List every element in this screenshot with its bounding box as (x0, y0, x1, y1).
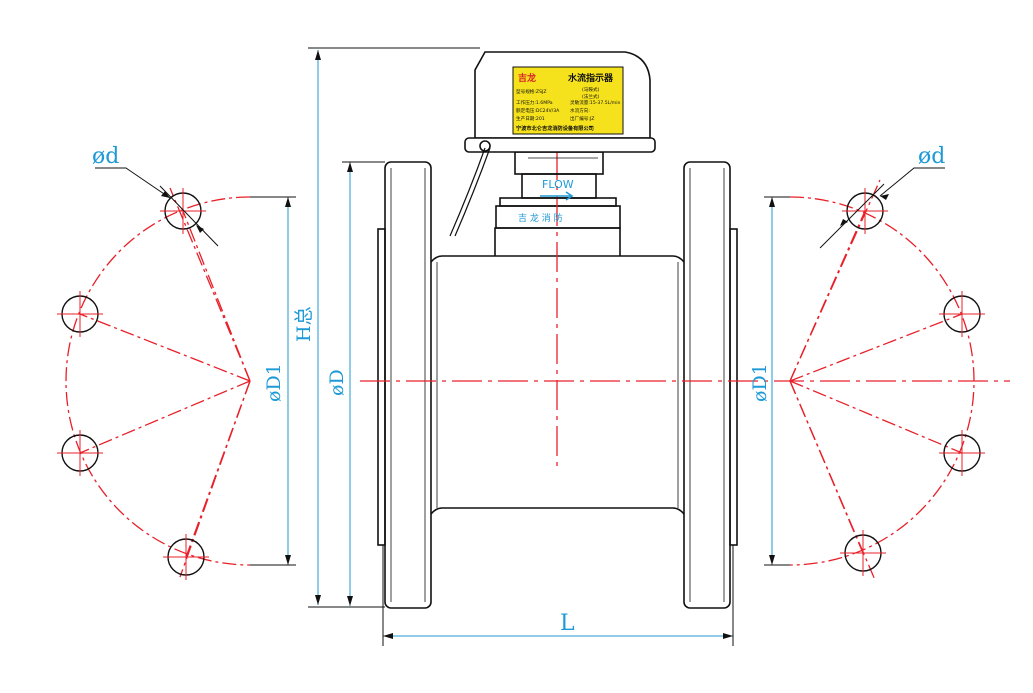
left-flange (384, 161, 432, 609)
bolt-dia-label-right: ød (918, 144, 945, 169)
nameplate-title: 水流指示器 (568, 72, 614, 84)
flow-arrow-icon (540, 191, 574, 201)
nameplate-line: 生产日期:201 (516, 115, 545, 122)
nameplate-right-line: (马鞍式) (582, 86, 600, 93)
right-hole-leader (879, 167, 945, 197)
nameplate-line: 工作压力:1.6MPa (516, 99, 553, 106)
bolt-circle-label-right: øD1 (749, 363, 771, 402)
length-label: L (560, 611, 575, 636)
left-flange-face (377, 228, 386, 546)
nameplate-right-line: 水流方向: (570, 107, 590, 114)
right-radial-line (789, 313, 963, 382)
right-radial-line (789, 380, 963, 454)
left-bolt-pattern (65, 187, 251, 578)
flange-dia-label: øD (326, 369, 348, 396)
bolt-dia-label-left: ød (92, 144, 119, 169)
left-bolt-circle (65, 196, 251, 566)
nameplate-right-line: 灵敏流量:15-37.5L/min (570, 99, 621, 106)
right-hole-crosshairs (840, 188, 985, 576)
pipe-center-lines (360, 150, 1010, 470)
nameplate: 吉龙 水流指示器 型号规格:ZSJZ 工作压力:1.6MPa 额定电压:DC24… (512, 66, 624, 135)
nameplate-line: 型号规格:ZSJZ (516, 88, 547, 95)
right-bolt-pattern (789, 179, 975, 581)
left-hole-leader (95, 167, 171, 199)
bolt-circle-label-left: øD1 (263, 363, 285, 402)
left-radial-line (179, 380, 251, 578)
flow-indicator: FLOW (540, 178, 574, 201)
left-radial-line (79, 380, 251, 454)
nameplate-footer: 宁波市北仑吉龙消防设备有限公司 (516, 124, 594, 132)
nameplate-right-line: 出厂编号:JZ (570, 115, 594, 122)
cover-base (464, 137, 656, 153)
dimensions (95, 47, 945, 646)
cable (449, 147, 486, 237)
right-radial-line (789, 380, 876, 581)
right-flange (683, 161, 731, 609)
nameplate-background (512, 66, 624, 135)
pipe-bottom-edge (430, 507, 685, 515)
pipe-body (377, 161, 738, 609)
overall-height-label: H总 (293, 306, 315, 342)
switch-stem (514, 151, 604, 175)
right-bolt-holes (844, 192, 981, 572)
left-radial-line (79, 313, 251, 382)
nameplate-line: 额定电压:DC24V/3A (516, 107, 560, 114)
nameplate-right-line: (法兰式) (582, 93, 600, 100)
flow-label: FLOW (542, 178, 574, 191)
left-hole-crosshairs (57, 188, 209, 580)
right-flange-face (729, 228, 738, 546)
nameplate-logo: 吉龙 (518, 72, 536, 84)
left-radial-line (169, 187, 251, 382)
left-bolt-holes (61, 192, 205, 576)
body-band-text: 吉 龙 消 防 (518, 212, 563, 224)
